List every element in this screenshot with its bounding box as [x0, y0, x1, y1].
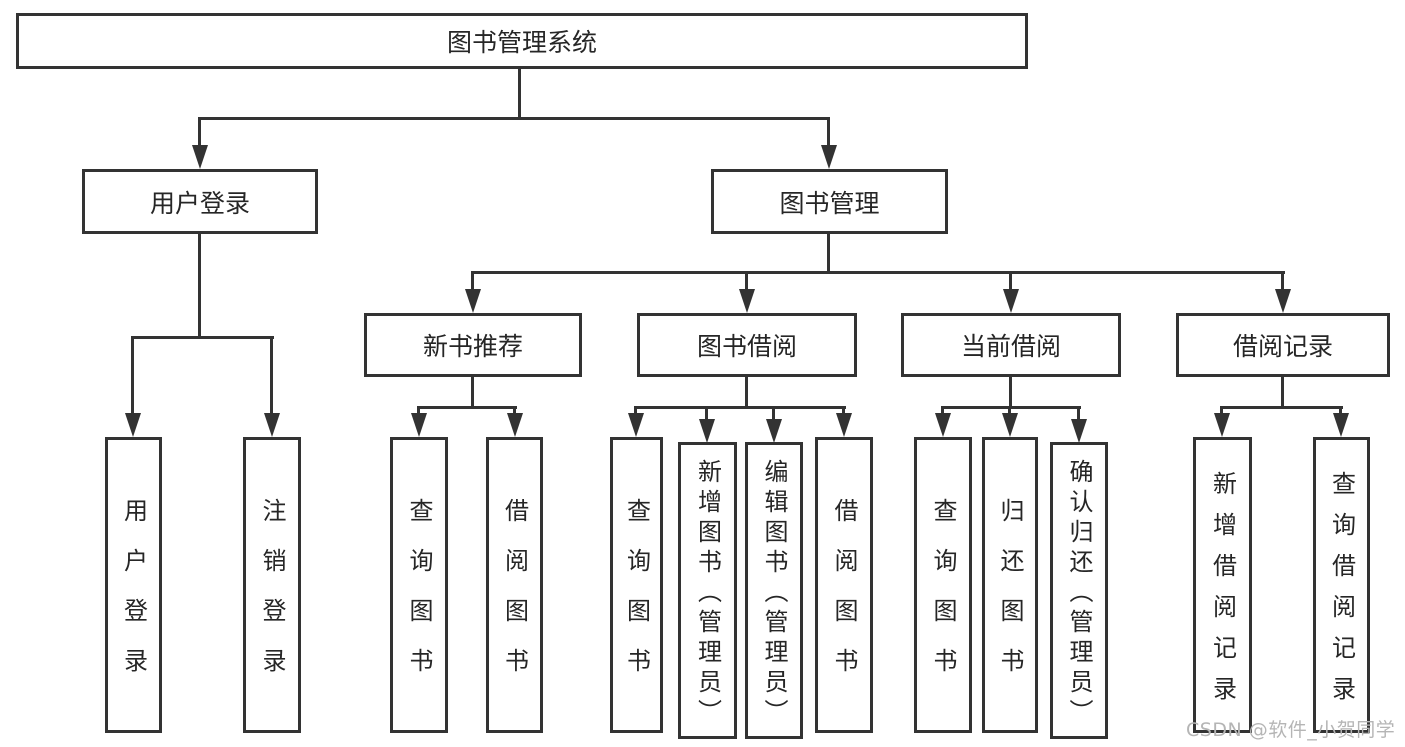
arrowhead-down-current-borrow: [1003, 289, 1019, 313]
arrow-stem-borrow-books-b: [842, 406, 845, 418]
node-borrow-records: 借阅记录: [1176, 313, 1390, 377]
connector-current-borrow-bar: [941, 406, 1081, 409]
arrowhead-down-new-book-rec: [465, 289, 481, 313]
connector-user-login-trunk: [198, 232, 201, 338]
arrowhead-down-borrow-records: [1275, 289, 1291, 313]
node-book-borrow: 图书借阅: [637, 313, 857, 377]
arrowhead-down-query-books-a: [411, 413, 427, 437]
node-leaf-borrow-books-b-label: 借阅图书: [830, 498, 858, 698]
arrow-stem-confirm-return: [1077, 406, 1080, 423]
node-leaf-edit-book-label: 编辑图书（管理员）: [760, 458, 788, 729]
arrowhead-down-confirm-return: [1071, 419, 1087, 443]
node-leaf-return-book-label: 归还图书: [996, 498, 1024, 698]
arrow-stem-book-mgmt: [827, 117, 830, 148]
arrow-stem-add-book: [705, 406, 708, 423]
node-new-book-rec-label: 新书推荐: [422, 332, 523, 361]
connector-book-mgmt-bar: [471, 271, 1285, 274]
arrow-stem-borrow-books-a: [513, 406, 516, 418]
node-leaf-add-book-label: 新增图书（管理员）: [693, 458, 722, 729]
node-root: 图书管理系统: [16, 13, 1028, 69]
arrowhead-down-leaf-logout: [264, 413, 280, 437]
node-leaf-add-book: 新增图书（管理员）: [678, 442, 737, 739]
arrow-stem-new-book-rec: [471, 271, 474, 292]
node-leaf-query-books-c-label: 查询图书: [929, 498, 957, 698]
node-user-login-label: 用户登录: [149, 188, 250, 218]
arrowhead-down-add-book: [699, 419, 715, 443]
node-leaf-edit-book: 编辑图书（管理员）: [745, 442, 803, 739]
node-user-login: 用户登录: [82, 169, 318, 234]
connector-user-login-bar: [131, 336, 274, 339]
arrow-stem-borrow-records: [1281, 271, 1284, 292]
node-leaf-confirm-return-label: 确认归还（管理员）: [1065, 458, 1093, 729]
watermark: CSDN @软件_小贺同学: [1186, 719, 1396, 741]
node-leaf-add-borrow-record: 新增借阅记录: [1193, 437, 1252, 733]
arrow-stem-book-borrow: [745, 271, 748, 292]
node-leaf-query-books-c: 查询图书: [914, 437, 972, 733]
node-leaf-confirm-return: 确认归还（管理员）: [1050, 442, 1108, 739]
node-leaf-user-login-label: 用户登录: [119, 498, 148, 698]
node-root-label: 图书管理系统: [446, 28, 597, 57]
connector-current-borrow-trunk: [1009, 375, 1012, 409]
arrow-stem-current-borrow: [1009, 271, 1012, 292]
arrowhead-down-add-borrow-record: [1214, 413, 1230, 437]
arrowhead-down-leaf-login: [125, 413, 141, 437]
node-leaf-user-login: 用户登录: [105, 437, 162, 733]
node-leaf-add-borrow-record-label: 新增借阅记录: [1208, 470, 1237, 717]
node-leaf-logout-label: 注销登录: [258, 498, 286, 698]
node-leaf-query-books-a-label: 查询图书: [405, 498, 433, 698]
connector-new-book-rec-bar: [417, 406, 517, 409]
arrowhead-down-book-borrow: [739, 289, 755, 313]
node-leaf-borrow-books-b: 借阅图书: [815, 437, 873, 733]
node-leaf-borrow-books-a: 借阅图书: [486, 437, 543, 733]
arrow-stem-query-borrow-record: [1339, 406, 1342, 418]
connector-book-borrow-trunk: [745, 375, 748, 409]
arrow-stem-user-login: [198, 117, 201, 148]
node-leaf-borrow-books-a-label: 借阅图书: [500, 498, 529, 698]
node-leaf-query-books-a: 查询图书: [390, 437, 448, 733]
arrowhead-down-user-login: [192, 145, 208, 169]
node-new-book-rec: 新书推荐: [364, 313, 582, 377]
arrowhead-down-query-borrow-record: [1333, 413, 1349, 437]
arrowhead-down-borrow-books-a: [507, 413, 523, 437]
arrow-stem-query-books-b: [634, 406, 637, 418]
arrow-stem-leaf-logout: [270, 336, 273, 416]
arrow-stem-edit-book: [772, 406, 775, 423]
node-leaf-return-book: 归还图书: [982, 437, 1038, 733]
arrowhead-down-query-books-b: [628, 413, 644, 437]
arrowhead-down-edit-book: [766, 419, 782, 443]
arrowhead-down-borrow-books-b: [836, 413, 852, 437]
node-leaf-query-borrow-record: 查询借阅记录: [1313, 437, 1370, 733]
connector-book-borrow-bar: [634, 406, 846, 409]
connector-borrow-records-bar: [1220, 406, 1343, 409]
connector-borrow-records-trunk: [1281, 375, 1284, 409]
node-leaf-query-books-b-label: 查询图书: [622, 498, 651, 698]
node-leaf-query-borrow-record-label: 查询借阅记录: [1327, 470, 1356, 717]
connector-book-mgmt-trunk: [827, 232, 830, 273]
arrow-stem-query-books-c: [941, 406, 944, 418]
connector-root-trunk: [518, 67, 521, 119]
node-book-mgmt-label: 图书管理: [779, 188, 880, 218]
arrowhead-down-query-books-c: [935, 413, 951, 437]
node-current-borrow: 当前借阅: [901, 313, 1121, 377]
arrow-stem-add-borrow-record: [1220, 406, 1223, 418]
arrow-stem-query-books-a: [417, 406, 420, 418]
connector-new-book-rec-trunk: [471, 375, 474, 409]
arrowhead-down-book-mgmt: [821, 145, 837, 169]
node-book-borrow-label: 图书借阅: [696, 332, 797, 361]
arrow-stem-return-book: [1008, 406, 1011, 418]
connector-root-bar: [198, 117, 830, 120]
node-leaf-query-books-b: 查询图书: [610, 437, 663, 733]
node-current-borrow-label: 当前借阅: [960, 332, 1061, 361]
node-borrow-records-label: 借阅记录: [1232, 332, 1333, 361]
node-book-mgmt: 图书管理: [711, 169, 948, 234]
arrow-stem-leaf-login: [131, 336, 134, 416]
arrowhead-down-return-book: [1002, 413, 1018, 437]
node-leaf-logout: 注销登录: [243, 437, 301, 733]
